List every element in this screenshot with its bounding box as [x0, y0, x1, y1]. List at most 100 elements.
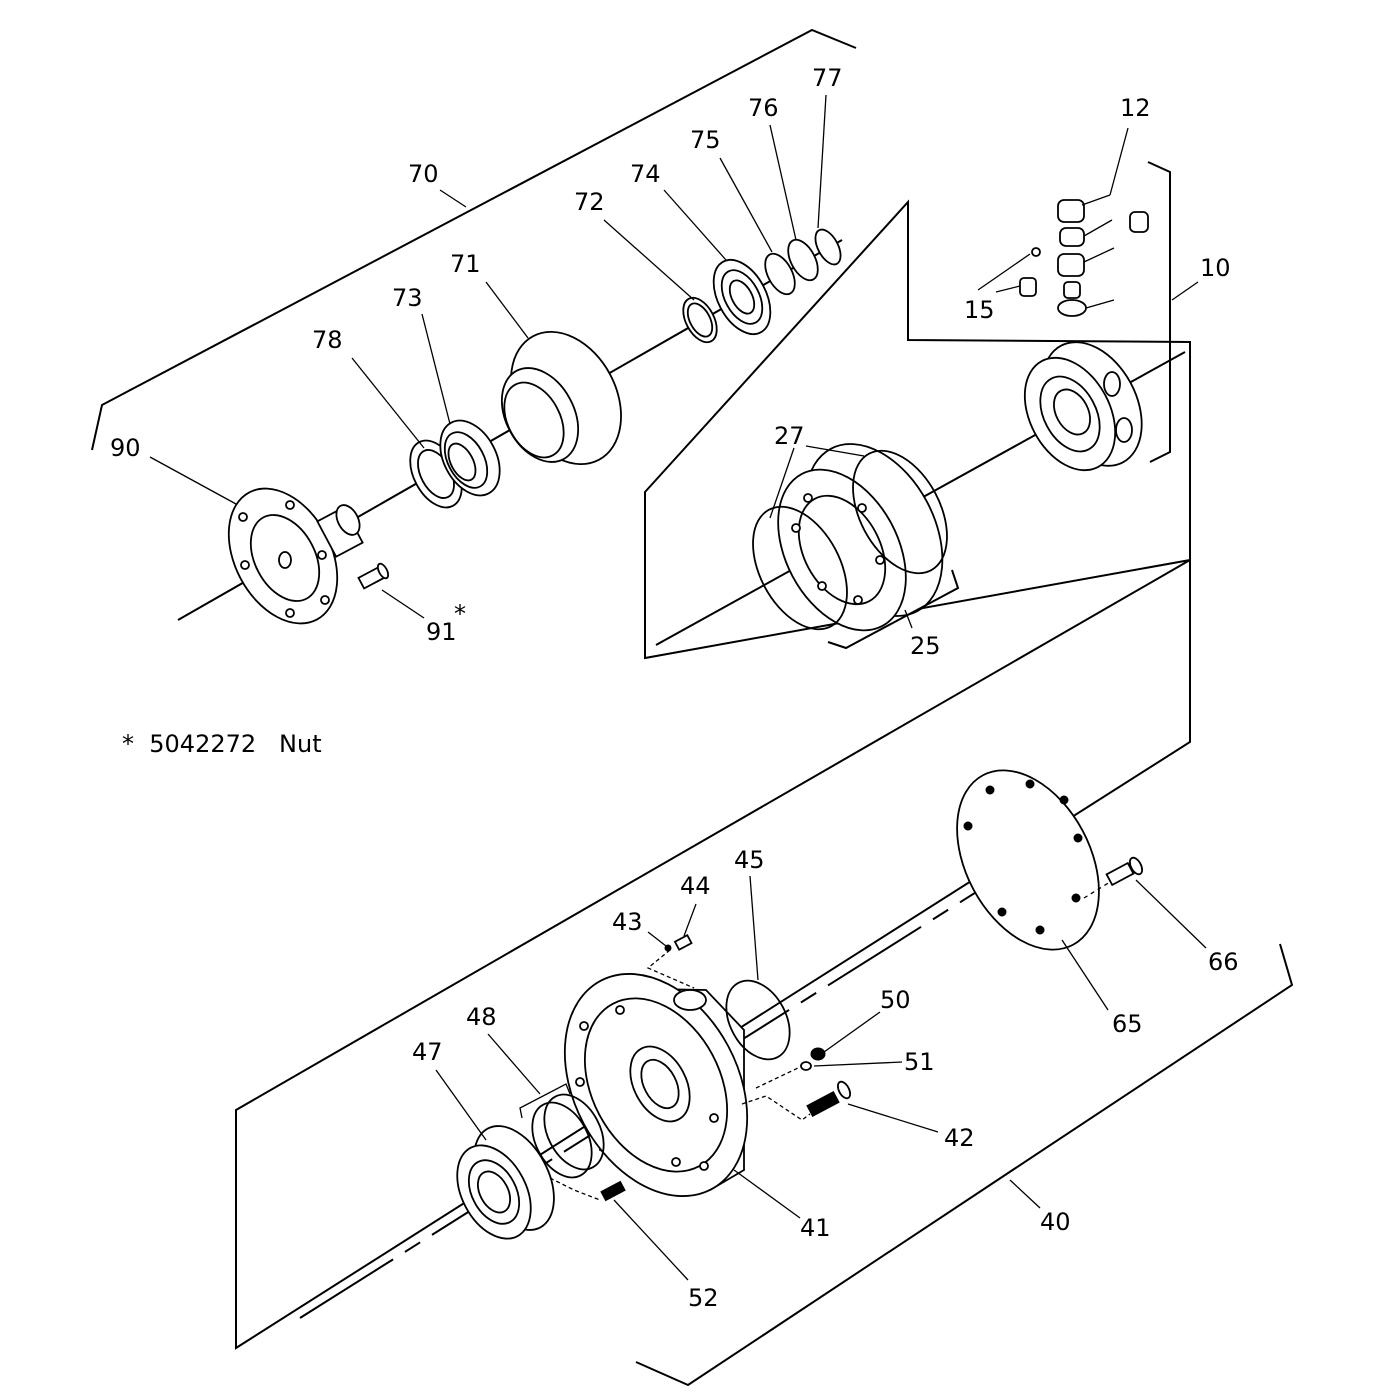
- leader-91: [381, 589, 425, 619]
- leader-42: [847, 1103, 939, 1133]
- hub-part-71: [500, 330, 622, 466]
- callout-74: 74: [630, 160, 661, 188]
- axis-66: [1083, 881, 1111, 899]
- frame-group-10: [644, 199, 1191, 660]
- leader-12-d: [1083, 247, 1115, 263]
- ring-part-76: [787, 238, 819, 282]
- callout-12: 12: [1120, 94, 1151, 122]
- screw-part-52: [600, 1180, 626, 1202]
- leader-40: [1009, 1179, 1041, 1209]
- callout-76: 76: [748, 94, 779, 122]
- frame-group-40: [235, 558, 1191, 1350]
- callout-10: 10: [1200, 254, 1231, 282]
- gerotor-set-part-25: [777, 443, 944, 632]
- axis-group-40: [299, 861, 1025, 1319]
- leader-78: [351, 357, 425, 449]
- leader-51: [813, 1061, 903, 1067]
- main-housing-part-41: [563, 973, 749, 1197]
- leader-50: [823, 1011, 881, 1053]
- leader-71: [485, 281, 529, 339]
- bracket-group-10: [1147, 161, 1171, 463]
- callout-42: 42: [944, 1124, 975, 1152]
- small-parts-part-15: [1019, 247, 1041, 297]
- callout-73: 73: [392, 284, 423, 312]
- bolt-part-91: [357, 562, 390, 590]
- leader-12-e: [1085, 299, 1115, 309]
- motor-housing-part-10: [1023, 341, 1143, 472]
- screw-part-44: [673, 933, 693, 951]
- plug-part-50: [810, 1047, 826, 1061]
- leader-44: [683, 903, 697, 937]
- leader-48: [487, 1033, 541, 1095]
- callout-41: 41: [800, 1214, 831, 1242]
- callout-78: 78: [312, 326, 343, 354]
- footnote-marker: *: [122, 730, 134, 758]
- axis-42: [741, 1095, 811, 1121]
- axis-44: [646, 949, 695, 989]
- leader-15-b: [995, 285, 1021, 293]
- leader-65: [1061, 939, 1109, 1011]
- footnote-description: Nut: [279, 730, 322, 758]
- leader-43: [647, 931, 667, 947]
- callout-77: 77: [812, 64, 843, 92]
- axis-52: [549, 1177, 601, 1201]
- ring-part-75: [764, 252, 796, 296]
- axis-51: [755, 1067, 799, 1089]
- bearing-part-73: [439, 419, 501, 497]
- valve-components-part-12: [1057, 199, 1149, 317]
- callout-75: 75: [690, 126, 721, 154]
- callout-40: 40: [1040, 1208, 1071, 1236]
- leader-41: [733, 1169, 801, 1219]
- callout-90: 90: [110, 434, 141, 462]
- leader-73: [421, 313, 451, 425]
- callout-51: 51: [904, 1048, 935, 1076]
- callout-25: 25: [910, 632, 941, 660]
- bracket-48: [519, 1083, 571, 1119]
- bearing-part-47: [456, 1125, 555, 1240]
- leader-12-c: [1083, 219, 1113, 237]
- bracket-group-40: [635, 943, 1294, 1387]
- footnote-part-number: 5042272: [149, 730, 257, 758]
- leader-75: [719, 157, 773, 253]
- leader-90: [149, 456, 237, 505]
- leader-74: [663, 189, 727, 261]
- output-flange-part-90: [227, 487, 364, 625]
- leader-25: [904, 609, 913, 629]
- leader-15-a: [977, 253, 1031, 291]
- callout-91-asterisk: *: [454, 600, 466, 628]
- o-ring-part-45: [725, 979, 791, 1061]
- leader-52: [613, 1199, 689, 1281]
- callout-45: 45: [734, 846, 765, 874]
- leader-77: [817, 94, 827, 229]
- leader-47: [435, 1069, 487, 1141]
- leader-70: [439, 189, 467, 208]
- callout-72: 72: [574, 188, 605, 216]
- leader-12-b: [1081, 194, 1111, 206]
- bracket-25: [827, 569, 960, 650]
- leader-76: [769, 124, 797, 241]
- bolt-part-66: [1105, 856, 1144, 887]
- bracket-group-70: [91, 28, 857, 451]
- washer-part-51: [800, 1061, 812, 1071]
- callout-15: 15: [964, 296, 995, 324]
- callout-70: 70: [408, 160, 439, 188]
- leader-45: [749, 875, 759, 981]
- o-ring-part-27-back: [852, 449, 948, 575]
- callout-43: 43: [612, 908, 643, 936]
- callout-91: 91: [426, 618, 457, 646]
- leader-27-a: [769, 447, 795, 519]
- leader-27-b: [805, 445, 865, 457]
- callout-47: 47: [412, 1038, 443, 1066]
- snap-ring-part-72: [682, 296, 718, 344]
- callout-50: 50: [880, 986, 911, 1014]
- callout-66: 66: [1208, 948, 1239, 976]
- cover-plate-part-65: [956, 769, 1100, 951]
- bolt-part-42: [806, 1080, 852, 1118]
- o-ring-part-27-front: [752, 505, 848, 631]
- bearing-part-74: [712, 259, 772, 335]
- callout-44: 44: [680, 872, 711, 900]
- leader-10: [1171, 281, 1199, 301]
- leader-66: [1135, 879, 1207, 949]
- leader-12-a: [1109, 127, 1129, 196]
